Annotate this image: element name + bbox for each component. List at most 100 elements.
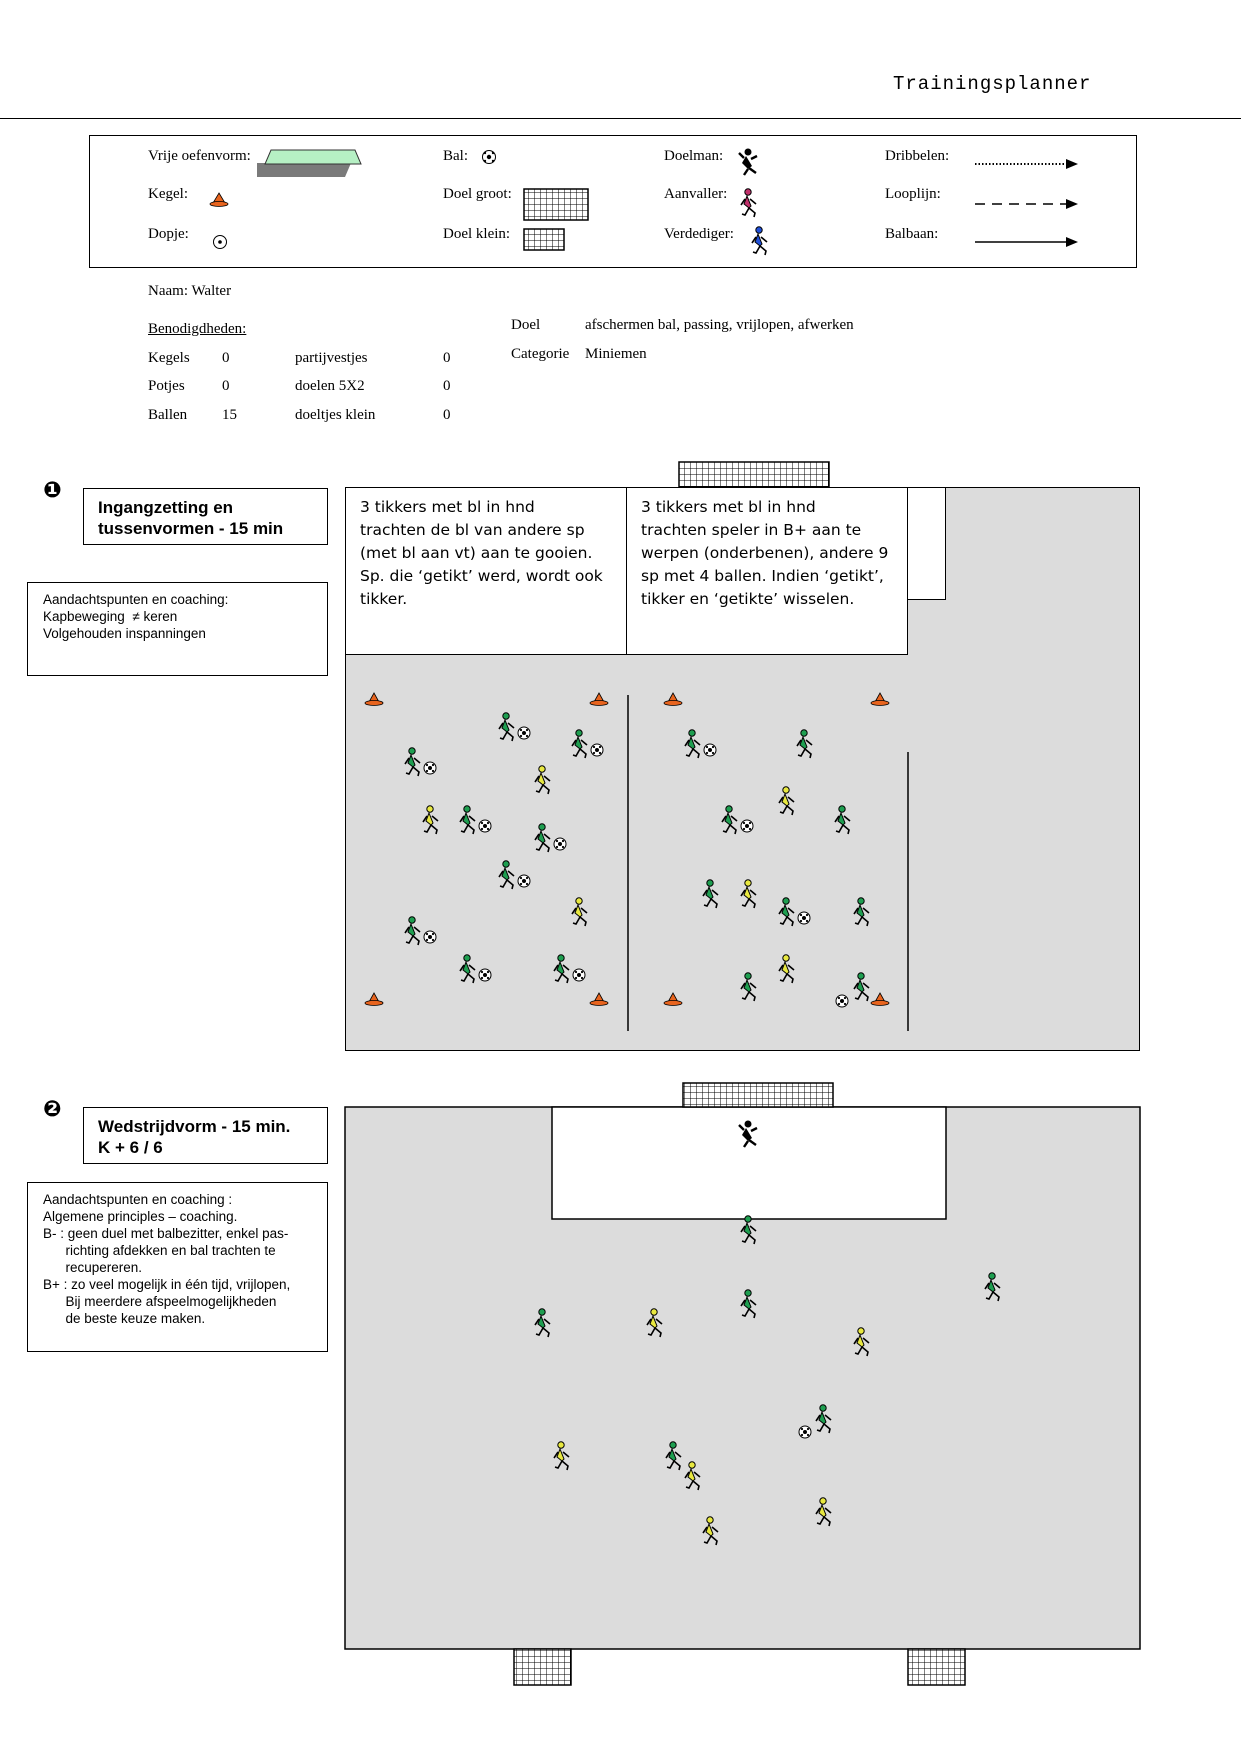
section-2-note: B- : geen duel met balbezitter, enkel pa… — [43, 1226, 289, 1241]
legend-dribbelen-label: Dribbelen: — [885, 148, 950, 164]
ball-icon — [590, 743, 604, 757]
equipment-heading: Benodigdheden: — [148, 321, 247, 337]
attacker-player — [740, 1215, 757, 1245]
attacker-player — [665, 1441, 682, 1471]
ball-icon — [703, 743, 717, 757]
legend-verdediger-label: Verdediger: — [664, 226, 734, 242]
equipment-label: doeltjes klein — [295, 407, 376, 423]
attacker-player — [984, 1272, 1001, 1302]
section-2-note: Algemene principles – coaching. — [43, 1209, 238, 1224]
attacker-player — [834, 805, 851, 835]
cone-icon — [870, 692, 890, 706]
small-goal-icon — [523, 228, 565, 251]
equipment-value: 15 — [222, 407, 237, 423]
defender-player — [778, 786, 795, 816]
equipment-value: 0 — [443, 378, 451, 394]
ball-icon — [482, 150, 496, 164]
page-title: Trainingsplanner — [893, 73, 1092, 95]
section-1-title-line2: tussenvormen - 15 min — [98, 519, 284, 538]
section-2-note: B+ : zo veel mogelijk in één tijd, vrijl… — [43, 1277, 291, 1292]
task-line: tikker. — [360, 590, 408, 608]
equipment-label: Ballen — [148, 407, 188, 423]
legend-aanvaller-label: Aanvaller: — [664, 186, 728, 202]
ball-icon — [517, 874, 531, 888]
section-2-note: Aandachtspunten en coaching : — [43, 1192, 233, 1207]
defender-player — [702, 1516, 719, 1546]
section-1-note: Volgehouden inspanningen — [43, 626, 206, 641]
section-2-title-box: Wedstrijdvorm - 15 min. K + 6 / 6 — [83, 1107, 328, 1164]
run-line-arrow-icon — [975, 199, 1078, 209]
ball-icon — [517, 726, 531, 740]
goal-label: Doel — [511, 317, 541, 333]
ball-icon — [423, 761, 437, 775]
attacker-player — [498, 860, 515, 890]
cone-icon — [870, 992, 890, 1006]
attacker-player — [740, 972, 757, 1002]
section-2-number: ❷ — [43, 1097, 62, 1122]
legend-bal-label: Bal: — [443, 148, 468, 164]
attacker-player — [684, 729, 701, 759]
defender-icon — [751, 226, 768, 256]
legend-balbaan-label: Balbaan: — [885, 226, 939, 242]
attacker-player — [853, 972, 870, 1002]
goalkeeper-icon — [738, 148, 758, 176]
section-2-goal-bottom-left — [513, 1648, 572, 1686]
legend-box — [89, 135, 1137, 268]
legend-doel-klein-label: Doel klein: — [443, 226, 511, 242]
cone-icon — [663, 692, 683, 706]
section-2-note: Bij meerdere afspeelmogelijkheden — [43, 1294, 277, 1309]
section-2-notes-box: Aandachtspunten en coaching : Algemene p… — [27, 1182, 328, 1352]
ball-icon — [478, 968, 492, 982]
defender-player — [740, 879, 757, 909]
legend-vrije-oefenvorm-label: Vrije oefenvorm: — [148, 148, 251, 164]
defender-player — [422, 805, 439, 835]
legend-doelman-label: Doelman: — [664, 148, 724, 164]
section-1-task-right: 3 tikkers met bl in hnd trachten speler … — [626, 487, 908, 655]
cone-icon — [364, 992, 384, 1006]
section-1-number: ❶ — [43, 478, 62, 503]
cone-icon — [663, 992, 683, 1006]
ball-icon — [740, 819, 754, 833]
legend-kegel-label: Kegel: — [148, 186, 188, 202]
ball-icon — [572, 968, 586, 982]
equipment-label: Kegels — [148, 350, 190, 366]
section-1-title-line1: Ingangzetting en — [98, 498, 234, 517]
ball-icon — [798, 1425, 812, 1439]
equipment-label: doelen 5X2 — [295, 378, 365, 394]
section-2-goal-top — [682, 1082, 834, 1108]
attacker-player — [459, 954, 476, 984]
defender-player — [853, 1327, 870, 1357]
trainer-name: Naam: Walter — [148, 283, 232, 299]
task-line: trachten de bl van andere sp — [360, 521, 585, 539]
section-2-note: recupereren. — [43, 1260, 143, 1275]
attacker-player — [721, 805, 738, 835]
cone-icon — [589, 692, 609, 706]
legend-looplijn-label: Looplijn: — [885, 186, 941, 202]
attacker-player — [404, 747, 421, 777]
section-1-note: Kapbeweging ≠ keren — [43, 609, 178, 624]
cone-icon — [589, 992, 609, 1006]
defender-player — [815, 1497, 832, 1527]
legend-doel-groot-label: Doel groot: — [443, 186, 512, 202]
attacker-player — [571, 729, 588, 759]
goal-value: afschermen bal, passing, vrijlopen, afwe… — [585, 317, 854, 333]
equipment-value: 0 — [222, 350, 230, 366]
task-line: 3 tikkers met bl in hnd — [641, 498, 816, 516]
attacker-player — [498, 712, 515, 742]
defender-player — [646, 1308, 663, 1338]
task-line: tikker en ‘getikte’ wisselen. — [641, 590, 855, 608]
defender-player — [571, 897, 588, 927]
attacker-player — [534, 823, 551, 853]
attacker-player — [459, 805, 476, 835]
legend-dopje-label: Dopje: — [148, 226, 189, 242]
cone-icon — [209, 192, 229, 207]
section-1-title-box: Ingangzetting en tussenvormen - 15 min — [83, 488, 328, 545]
task-line: sp met 4 ballen. Indien ‘getikt’, — [641, 567, 884, 585]
attacker-player — [534, 1308, 551, 1338]
attacker-player — [553, 954, 570, 984]
cone-icon — [364, 692, 384, 706]
attacker-player — [740, 1289, 757, 1319]
legend-icons — [209, 148, 1078, 256]
equipment-value: 0 — [222, 378, 230, 394]
free-form-icon — [257, 149, 362, 177]
